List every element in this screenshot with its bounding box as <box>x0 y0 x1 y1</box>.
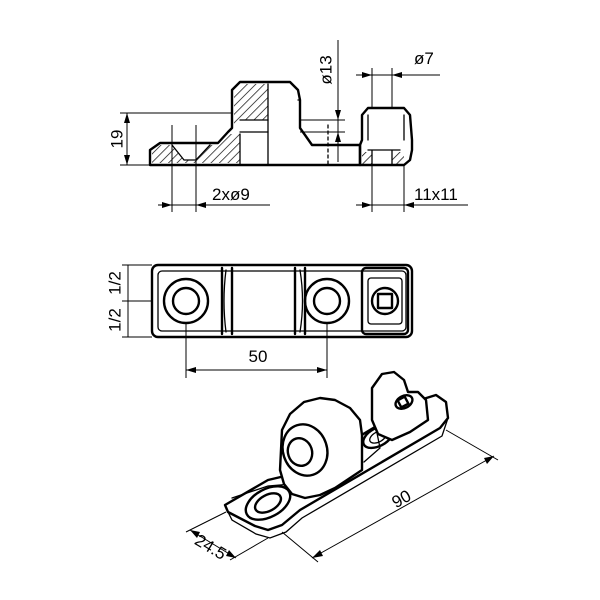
dim-holes-label: 2xø9 <box>212 185 250 204</box>
side-block-hatch <box>234 84 268 128</box>
side-view <box>148 80 414 167</box>
dim-half-top-label: 1/2 <box>105 271 124 295</box>
dim-width-ext-top <box>185 511 227 533</box>
iso-pin-hole <box>394 394 414 410</box>
iso-pin-square <box>396 395 410 409</box>
dim-pin-label: ø7 <box>414 49 434 68</box>
side-pin-hatch <box>362 152 372 164</box>
dim-halves: 1/2 1/2 <box>105 264 152 338</box>
dim-spacing-arrow-left <box>186 367 196 373</box>
top-view <box>150 263 414 339</box>
dim-spacing-label: 50 <box>249 347 268 366</box>
top-hole-middle-inner <box>312 286 342 316</box>
top-inner-outline <box>157 270 407 332</box>
dim-bore-label: ø13 <box>316 55 335 84</box>
top-block-edges <box>220 266 307 336</box>
side-pin-outline <box>358 106 414 167</box>
iso-block <box>278 396 364 500</box>
top-hole-left-inner <box>171 286 201 316</box>
iso-base-edge <box>227 417 449 539</box>
dim-half-bottom-label: 1/2 <box>105 308 124 332</box>
dim-width-ext-bottom <box>229 537 269 561</box>
dim-square-arrow-left <box>362 202 372 208</box>
dim-length-line <box>311 455 495 559</box>
dim-holes-arrow-left <box>162 202 172 208</box>
dim-length-label: 90 <box>389 486 415 512</box>
side-countersink-cone <box>171 144 211 161</box>
dim-pin: ø7 <box>356 49 440 108</box>
dim-holes: 2xø9 <box>158 125 270 212</box>
iso-bore-outer <box>281 423 329 477</box>
dim-square: 11x11 <box>356 165 468 212</box>
top-hole-middle-outer <box>303 277 351 325</box>
dim-square-label: 11x11 <box>414 185 458 204</box>
iso-bore-inner <box>286 436 314 468</box>
dim-square-arrow-right <box>404 202 414 208</box>
side-countersink-hatch <box>152 134 240 163</box>
dim-length-arrow-left <box>312 550 323 558</box>
iso-hole-left-inner <box>253 492 283 514</box>
dim-spacing-arrow-right <box>317 367 327 373</box>
dim-height-label: 19 <box>107 130 126 149</box>
top-hole-left-outer <box>162 277 210 325</box>
dim-bore-arrow-top <box>335 110 341 120</box>
isometric-view <box>223 370 450 539</box>
dim-length-arrow-right <box>484 456 494 464</box>
dim-pin-arrow-right <box>392 72 402 78</box>
dim-length-ext-right <box>445 429 499 461</box>
top-pin-square <box>376 292 394 310</box>
dim-bore: ø13 <box>300 40 345 162</box>
dim-height-arrow-top <box>124 113 130 123</box>
top-block-curves <box>223 269 304 333</box>
dim-pin-arrow-left <box>362 72 372 78</box>
top-pin-circle <box>370 286 400 316</box>
dim-width-label: 24.5 <box>191 530 229 563</box>
dim-width-arrow-bottom <box>226 550 236 558</box>
dim-holes-arrow-right <box>196 202 206 208</box>
dim-height-arrow-bottom <box>124 155 130 165</box>
dim-width-arrow-top <box>190 530 200 538</box>
dim-spacing: 50 <box>185 323 328 378</box>
dim-height: 19 <box>107 112 232 166</box>
side-pin-hatch-2 <box>392 152 404 164</box>
top-pin-inner <box>367 277 403 325</box>
dim-bore-arrow-bottom <box>335 132 341 142</box>
dim-length-ext-left <box>281 531 319 563</box>
top-pin-outline <box>360 266 410 336</box>
